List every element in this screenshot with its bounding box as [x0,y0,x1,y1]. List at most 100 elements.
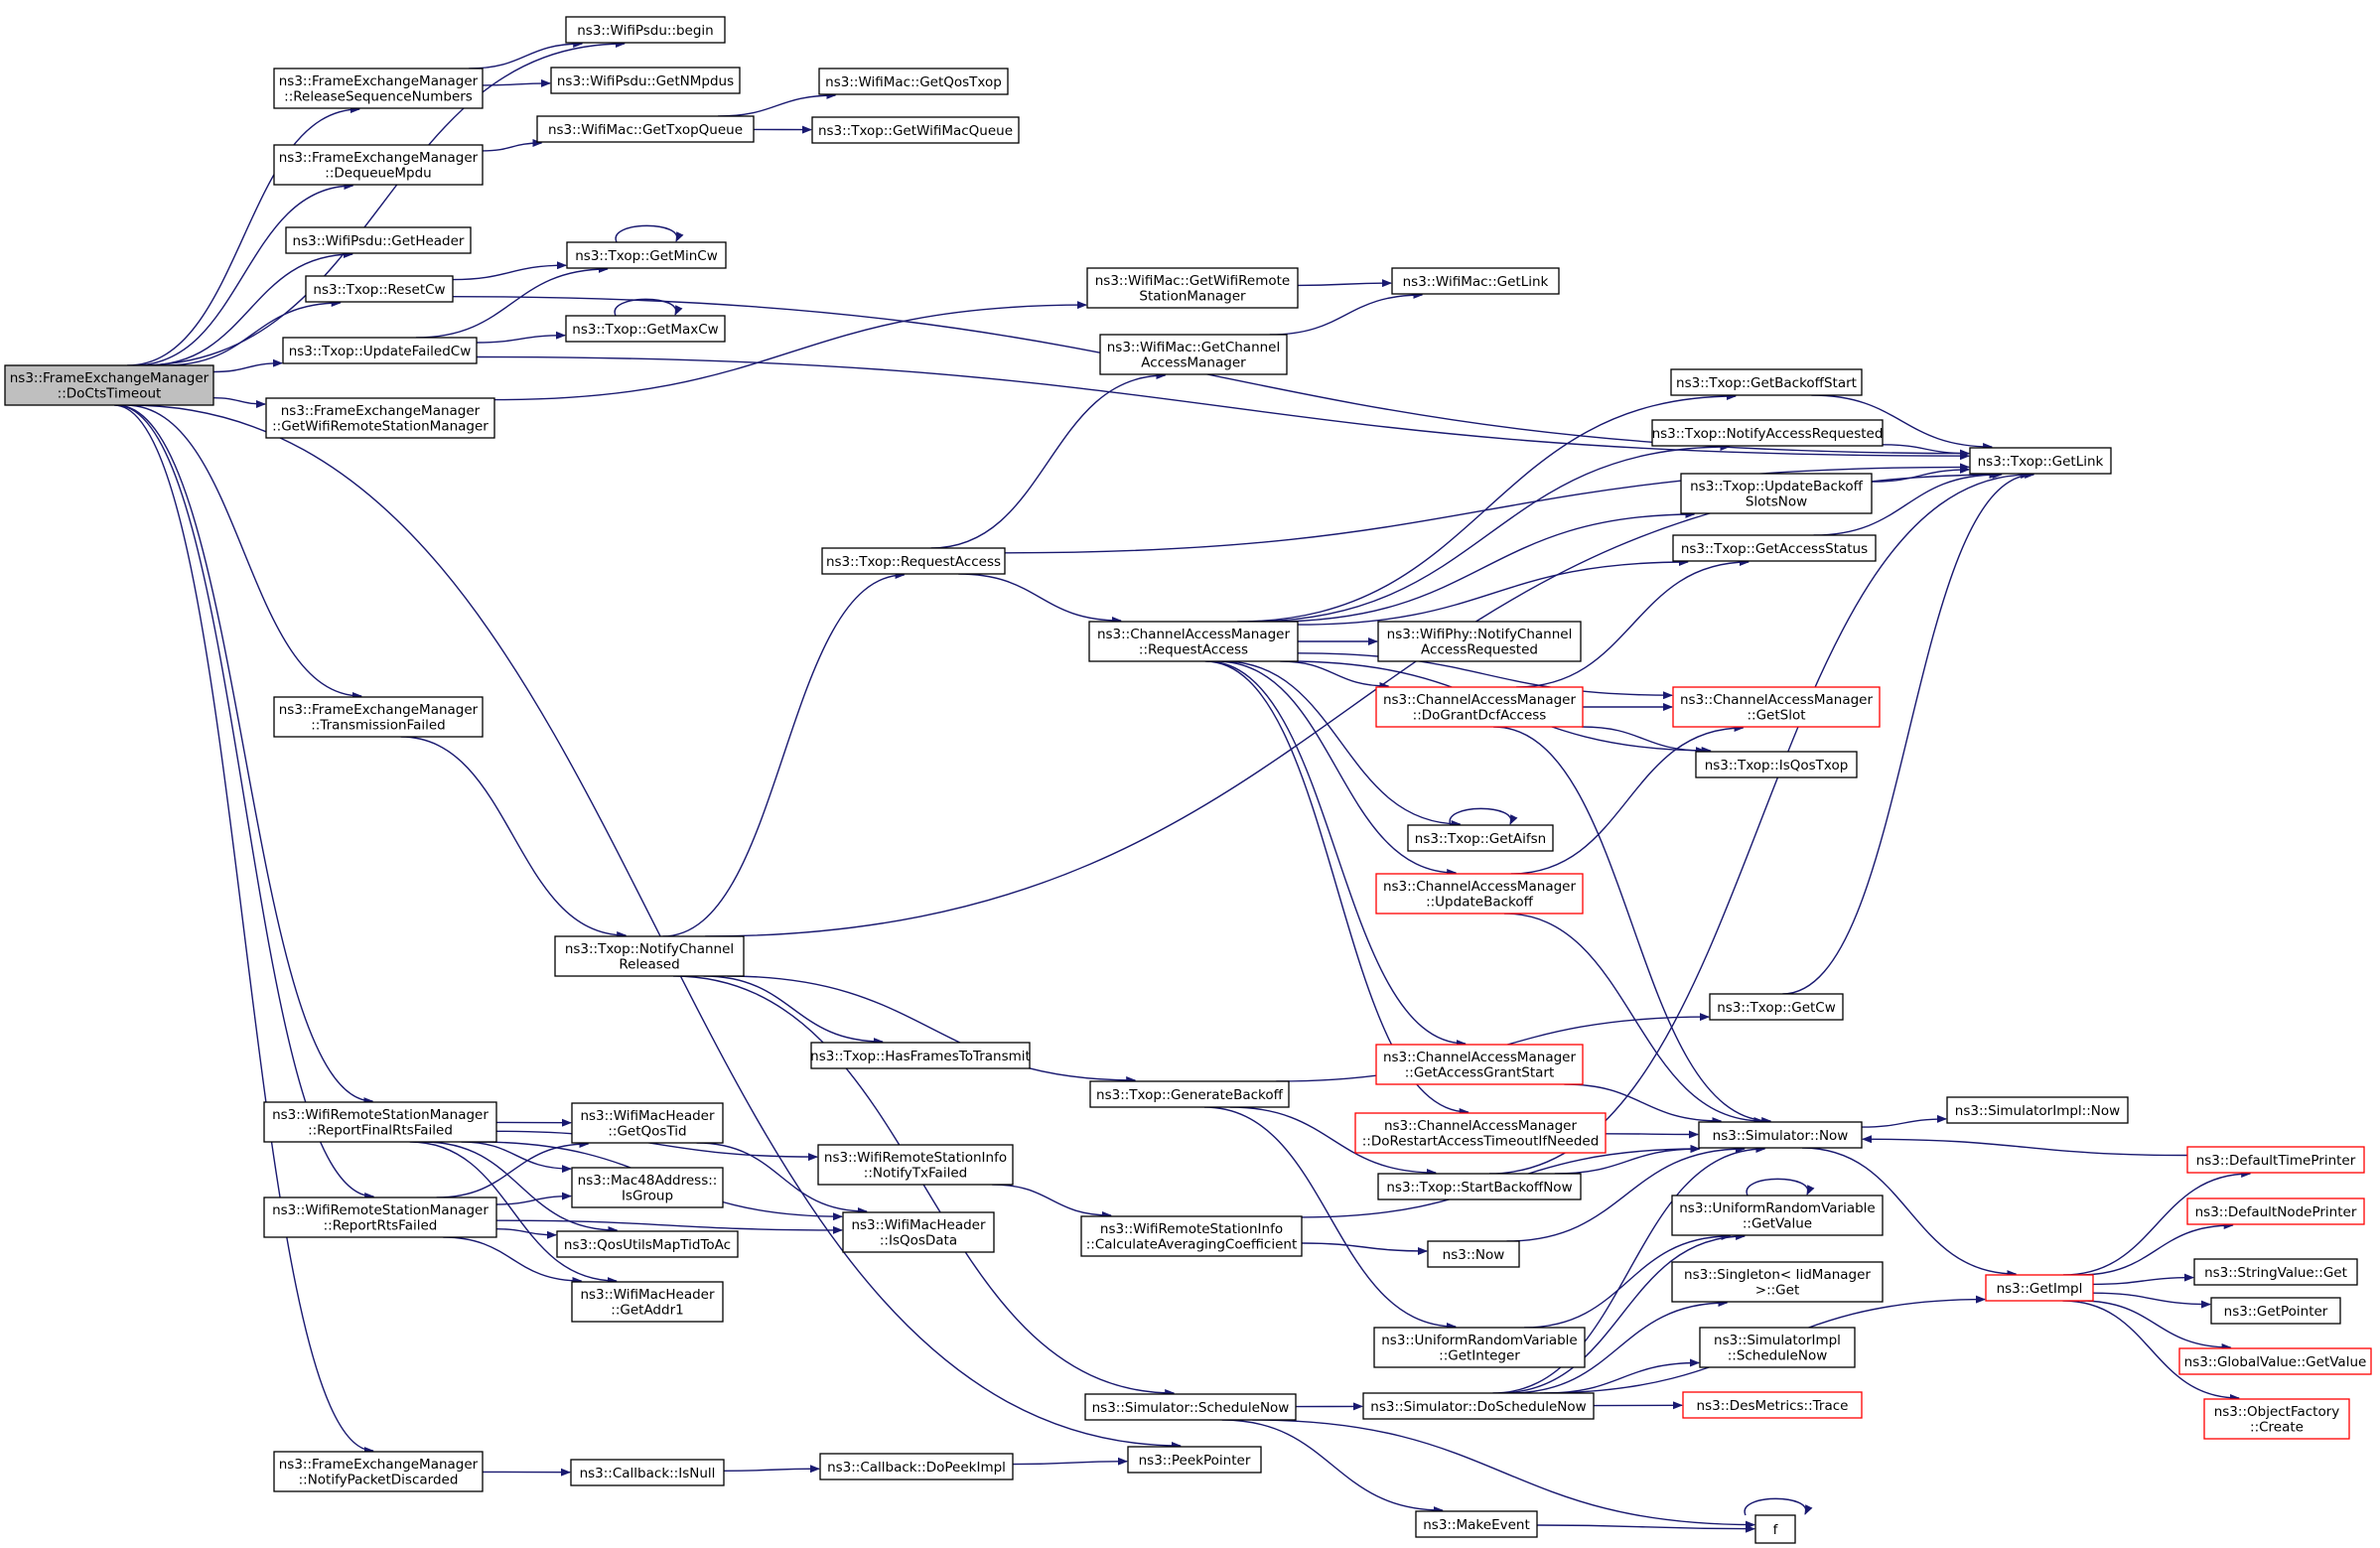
node-urv-getvalue[interactable]: ns3::UniformRandomVariable::GetValue [1671,1195,1884,1236]
node-cam-getslot[interactable]: ns3::ChannelAccessManager::GetSlot [1672,686,1881,728]
node-label: ns3::GetImpl [1997,1281,2083,1297]
node-ns3-now[interactable]: ns3::Now [1427,1240,1520,1268]
node-txop-getcw[interactable]: ns3::Txop::GetCw [1709,993,1844,1021]
node-wrsi-notifytxfailed[interactable]: ns3::WifiRemoteStationInfo::NotifyTxFail… [817,1144,1014,1186]
call-edge-txop_notifyaccessreq-to-txop_getlink [1882,444,1970,458]
node-txop-getmaxcw[interactable]: ns3::Txop::GetMaxCw [565,315,726,343]
node-box [1985,1274,2094,1302]
node-txop-generatebackoff[interactable]: ns3::Txop::GenerateBackoff [1089,1080,1290,1108]
node-stringvalue-get[interactable]: ns3::StringValue::Get [2193,1258,2358,1286]
node-default-timeprinter[interactable]: ns3::DefaultTimePrinter [2186,1146,2365,1174]
node-wrsm-reportrts[interactable]: ns3::WifiRemoteStationManager::ReportRts… [263,1196,497,1238]
node-txop-updatefailedcw[interactable]: ns3::Txop::UpdateFailedCw [282,337,478,364]
node-txop-startbackoffnow[interactable]: ns3::Txop::StartBackoffNow [1377,1173,1582,1200]
node-globalvalue-getvalue[interactable]: ns3::GlobalValue::GetValue [2178,1347,2372,1375]
node-qos-maptidtoac[interactable]: ns3::QosUtilsMapTidToAc [556,1230,739,1258]
node-txop-isqostxop[interactable]: ns3::Txop::IsQosTxop [1695,751,1858,778]
node-label: ::ReleaseSequenceNumbers [284,89,473,105]
node-label: ns3::ChannelAccessManager [1384,1118,1578,1134]
node-callback-isnull[interactable]: ns3::Callback::IsNull [570,1459,725,1486]
node-fem-dequeue[interactable]: ns3::FrameExchangeManager::DequeueMpdu [273,144,484,186]
node-machdr-getaddr1[interactable]: ns3::WifiMacHeader::GetAddr1 [571,1281,724,1323]
node-sim-doschedulenow[interactable]: ns3::Simulator::DoScheduleNow [1362,1392,1595,1420]
node-txop-resetcw[interactable]: ns3::Txop::ResetCw [305,275,454,303]
call-edge-wrsm_reportfinalrts-to-machdr_getaddr1 [409,1141,618,1285]
node-simimpl-schedulenow[interactable]: ns3::SimulatorImpl::ScheduleNow [1699,1327,1856,1368]
node-label: ::GetAccessGrantStart [1405,1065,1554,1081]
call-edge-cam_requestaccess-to-txop_getaccessstatus [1297,558,1689,626]
node-box [1377,1173,1582,1200]
node-label: AccessManager [1141,355,1246,371]
node-psdu-getnmpdus[interactable]: ns3::WifiPsdu::GetNMpdus [550,67,741,94]
call-edge-mac_gettxopqueue-to-mac_getqostxop [718,91,837,117]
node-cam-dogrant[interactable]: ns3::ChannelAccessManager::DoGrantDcfAcc… [1375,686,1584,728]
node-box [263,1101,497,1143]
node-label: ::GetValue [1743,1216,1812,1232]
node-mac-getwrsm[interactable]: ns3::WifiMac::GetWifiRemoteStationManage… [1086,267,1299,309]
call-edge-txop_notifyreleased-to-txop_requestaccess [662,571,906,937]
node-label: ns3::Txop::StartBackoffNow [1386,1180,1572,1196]
node-box [273,1451,484,1492]
node-machdr-getqostid[interactable]: ns3::WifiMacHeader::GetQosTid [571,1102,724,1144]
node-txop-getaifsn[interactable]: ns3::Txop::GetAifsn [1407,824,1554,852]
node-txop-getmincw[interactable]: ns3::Txop::GetMinCw [566,241,727,269]
node-label: ns3::Txop::UpdateFailedCw [289,344,472,359]
node-box [305,275,454,303]
node-txop-getbackoffstart[interactable]: ns3::Txop::GetBackoffStart [1670,368,1863,396]
node-getpointer[interactable]: ns3::GetPointer [2210,1297,2341,1325]
node-label: ns3::Txop::GetLink [1978,454,2104,470]
node-getimpl[interactable]: ns3::GetImpl [1985,1274,2094,1302]
node-txop-notifyaccessreq[interactable]: ns3::Txop::NotifyAccessRequested [1651,419,1884,447]
node-box [1088,621,1299,662]
node-fem-txfailed[interactable]: ns3::FrameExchangeManager::TransmissionF… [273,696,484,738]
node-fem-release[interactable]: ns3::FrameExchangeManager::ReleaseSequen… [273,68,484,109]
node-singleton-get[interactable]: ns3::Singleton< IidManager>::Get [1671,1261,1884,1303]
call-edges [113,40,2252,1533]
node-peekpointer[interactable]: ns3::PeekPointer [1127,1446,1262,1474]
node-txop-requestaccess[interactable]: ns3::Txop::RequestAccess [821,547,1006,575]
node-txop-getaccessstatus[interactable]: ns3::Txop::GetAccessStatus [1672,534,1877,562]
call-edge-cam_dogrant-to-txop_getaccessstatus [1516,558,1750,688]
node-cam-dorestart[interactable]: ns3::ChannelAccessManager::DoRestartAcce… [1354,1112,1607,1154]
node-desmetrics-trace[interactable]: ns3::DesMetrics::Trace [1682,1391,1863,1419]
node-f[interactable]: f [1754,1514,1796,1544]
node-txop-getlink[interactable]: ns3::Txop::GetLink [1969,447,2112,475]
node-callback-dopeekimpl[interactable]: ns3::Callback::DoPeekImpl [819,1453,1014,1480]
node-fem-notifypacketdiscarded[interactable]: ns3::FrameExchangeManager::NotifyPacketD… [273,1451,484,1492]
call-edge-wrsi_calcavg-to-ns3_now [1301,1242,1428,1255]
node-wrsi-calcavg[interactable]: ns3::WifiRemoteStationInfo::CalculateAve… [1080,1215,1303,1257]
node-objectfactory-create[interactable]: ns3::ObjectFactory::Create [2203,1398,2350,1440]
node-wrsm-reportfinalrts[interactable]: ns3::WifiRemoteStationManager::ReportFin… [263,1101,497,1143]
node-txop-getwifimacqueue[interactable]: ns3::Txop::GetWifiMacQueue [811,116,1020,144]
call-edge-cam_updatebackoff-to-sim_now [1503,913,1764,1125]
call-edge-cam_requestaccess-to-txop_getaifsn [1222,660,1462,828]
node-root[interactable]: ns3::FrameExchangeManager::DoCtsTimeout [4,364,214,406]
node-makeevent[interactable]: ns3::MakeEvent [1415,1510,1538,1538]
node-mac-getlink[interactable]: ns3::WifiMac::GetLink [1391,267,1560,295]
node-mac-gettxopqueue[interactable]: ns3::WifiMac::GetTxopQueue [536,115,755,143]
node-psdu-getheader[interactable]: ns3::WifiPsdu::GetHeader [285,226,472,254]
node-txop-hasframes[interactable]: ns3::Txop::HasFramesToTransmit [810,1042,1031,1069]
node-machdr-isqosdata[interactable]: ns3::WifiMacHeader::IsQosData [842,1211,995,1253]
node-cam-getaccessgrantstart[interactable]: ns3::ChannelAccessManager::GetAccessGran… [1375,1044,1584,1085]
node-fem-getwrsm[interactable]: ns3::FrameExchangeManager::GetWifiRemote… [265,397,495,439]
node-label: ::CalculateAveragingCoefficient [1086,1237,1298,1253]
node-cam-requestaccess[interactable]: ns3::ChannelAccessManager::RequestAccess [1088,621,1299,662]
node-label: ns3::Mac48Address:: [578,1173,718,1189]
node-cam-updatebackoff[interactable]: ns3::ChannelAccessManager::UpdateBackoff [1375,873,1584,915]
node-label: ns3::WifiPsdu::GetNMpdus [557,73,734,89]
node-default-nodeprinter[interactable]: ns3::DefaultNodePrinter [2186,1197,2365,1225]
node-mac-getqostxop[interactable]: ns3::WifiMac::GetQosTxop [818,68,1009,95]
node-phy-notifychannel[interactable]: ns3::WifiPhy::NotifyChannelAccessRequest… [1377,621,1582,662]
node-simimpl-now[interactable]: ns3::SimulatorImpl::Now [1946,1096,2129,1124]
node-urv-getinteger[interactable]: ns3::UniformRandomVariable::GetInteger [1373,1327,1586,1368]
node-box [1969,447,2112,475]
node-psdu-begin[interactable]: ns3::WifiPsdu::begin [565,16,726,44]
node-sim-schedulenow[interactable]: ns3::Simulator::ScheduleNow [1084,1393,1297,1421]
node-sim-now[interactable]: ns3::Simulator::Now [1698,1121,1863,1149]
node-label: ns3::Txop::ResetCw [313,282,445,298]
node-mac48-isgroup[interactable]: ns3::Mac48Address::IsGroup [571,1167,724,1208]
